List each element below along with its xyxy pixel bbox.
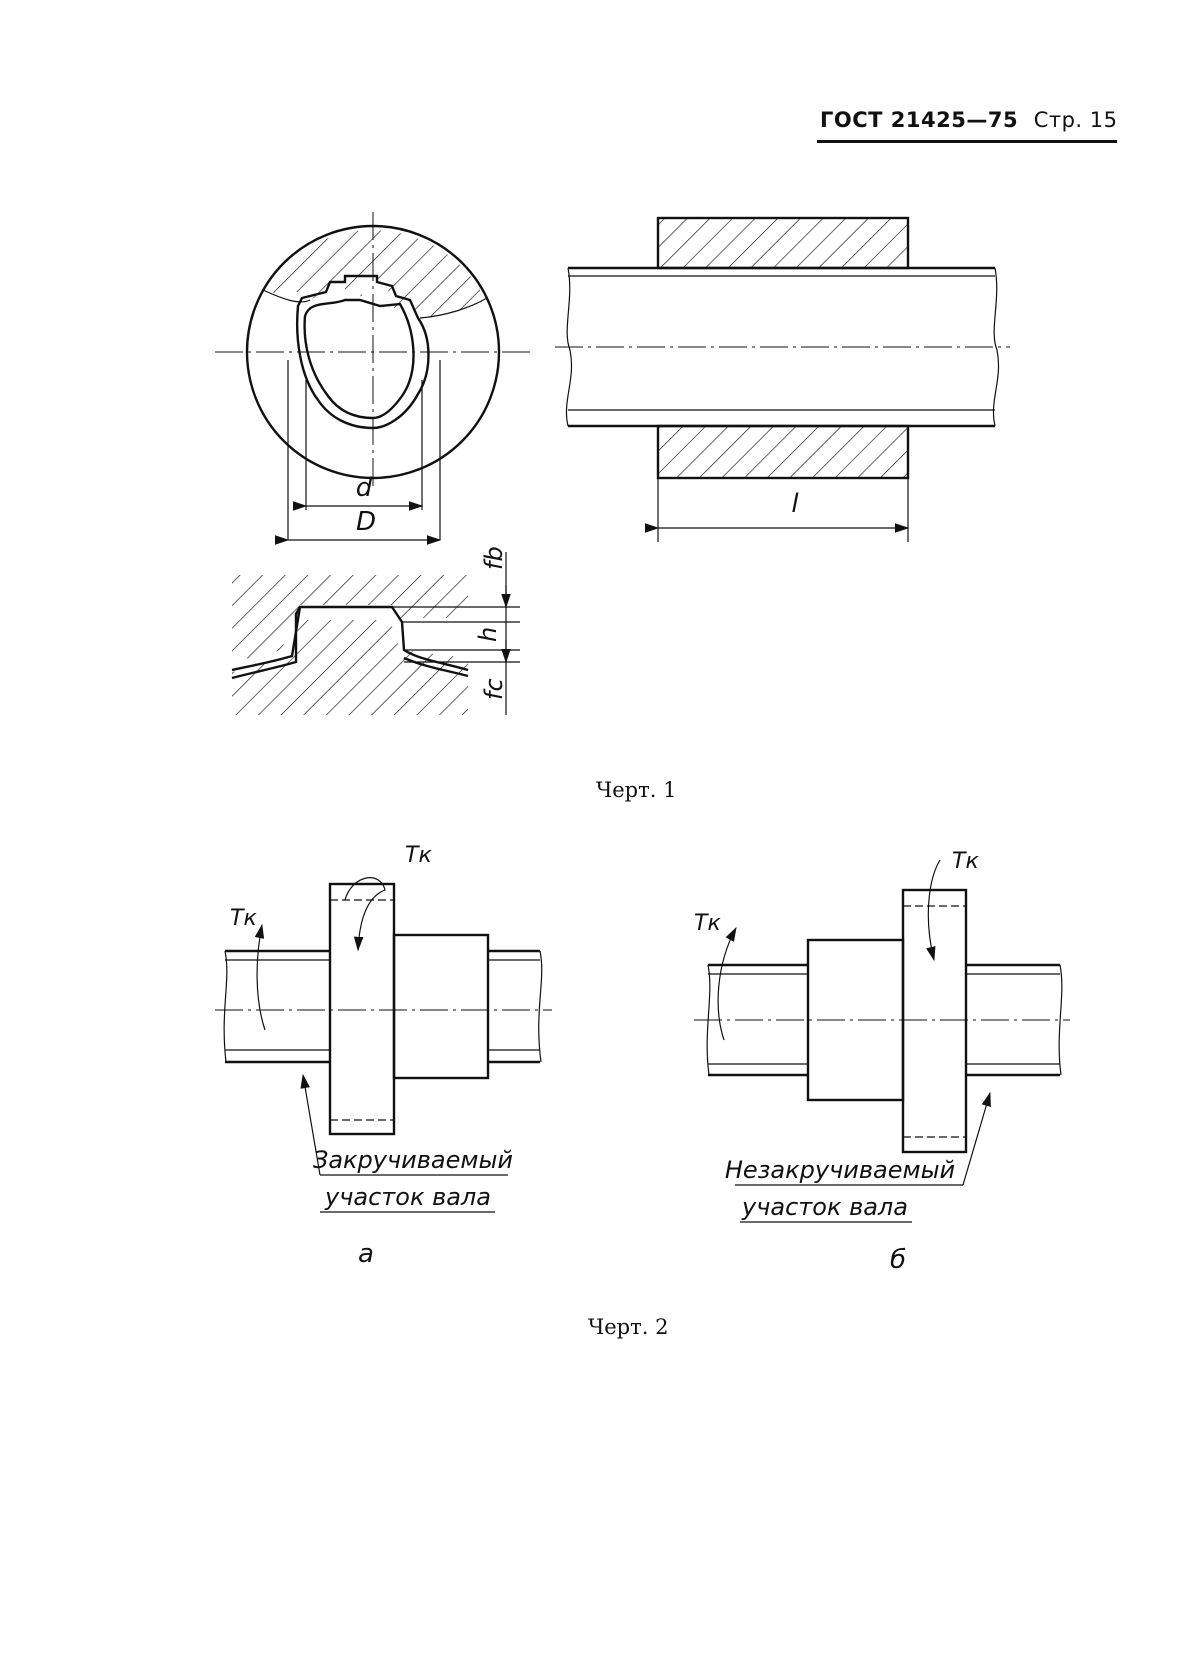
label-twisted-line1: Закручиваемый	[313, 1146, 513, 1174]
figure1-caption: Черт. 1	[596, 778, 677, 802]
figure2-caption: Черт. 2	[588, 1315, 669, 1339]
dimension-l: l	[644, 489, 910, 533]
label-l: l	[791, 489, 799, 519]
page-number: Стр. 15	[1033, 108, 1118, 132]
torque-top-a: Tк	[405, 843, 432, 868]
page-header: ГОСТ 21425—75 Стр. 15	[817, 108, 1120, 143]
torque-top-b: Tк	[952, 849, 979, 874]
label-D: D	[356, 507, 376, 537]
torque-side-a: Tк	[230, 906, 257, 931]
figure1-spline-detail	[231, 552, 520, 715]
label-h: h	[474, 627, 502, 642]
label-untwisted-line2: участок вала	[741, 1193, 908, 1221]
figure2-variant-a	[215, 877, 552, 1213]
letter-a: а	[358, 1239, 374, 1269]
label-fb: fb	[480, 546, 508, 570]
header-rule	[817, 140, 1117, 143]
label-fc: fc	[480, 678, 508, 700]
dimension-D: D	[274, 507, 442, 545]
letter-b: б	[890, 1245, 906, 1275]
label-twisted-line2: участок вала	[324, 1183, 491, 1211]
label-untwisted-line1: Незакручиваемый	[725, 1156, 955, 1184]
figure1-side-view	[555, 216, 1010, 542]
torque-side-b: Tк	[694, 911, 721, 936]
figure2-variant-b	[694, 859, 1070, 1223]
label-d: d	[356, 473, 373, 503]
standard-number: ГОСТ 21425—75 Стр. 15	[820, 108, 1118, 132]
figure1-hub-cross-section	[215, 212, 532, 540]
dimension-d: d	[292, 473, 424, 511]
